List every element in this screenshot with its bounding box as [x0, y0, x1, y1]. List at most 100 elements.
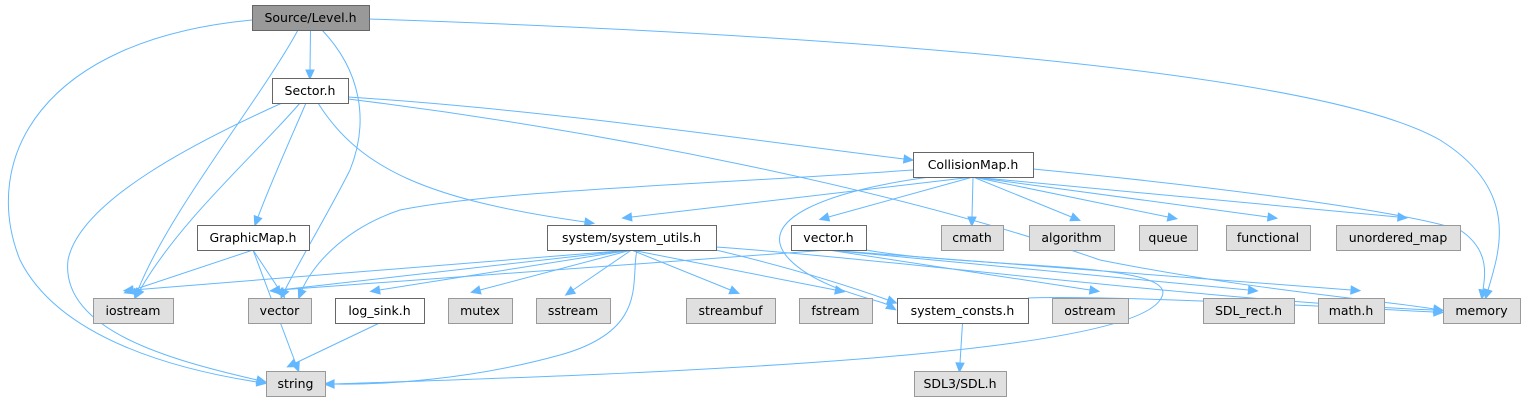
node-label: ostream: [1064, 303, 1115, 318]
arrowhead-icon: [1350, 285, 1362, 295]
arrowhead-icon: [255, 375, 267, 385]
arrowhead-icon: [305, 69, 315, 81]
arrowhead-icon: [564, 285, 577, 296]
edge-line: [631, 176, 974, 218]
edge-line: [972, 176, 1399, 218]
edge-line: [972, 176, 1269, 218]
arrowhead-icon: [834, 285, 846, 295]
edge-sysconsts-to-sdl: [955, 322, 965, 374]
arrowhead-icon: [1069, 212, 1081, 222]
edge-line: [309, 29, 311, 71]
node-label: GraphicMap.h: [210, 230, 297, 245]
arrowhead-icon: [902, 154, 915, 164]
arrowhead-icon: [1478, 288, 1488, 301]
node-iostream: iostream: [93, 298, 174, 324]
node-sdl: SDL3/SDL.h: [914, 371, 1007, 397]
edge-line: [333, 249, 638, 385]
node-unordered_map: unordered_map: [1336, 225, 1461, 251]
edge-sysutils-to-sysconsts: [715, 249, 898, 305]
edge-collisionmap-to-vector: [297, 169, 914, 300]
node-label: sstream: [548, 303, 598, 318]
node-box: [914, 371, 1007, 397]
node-vector: vector: [248, 298, 312, 324]
edge-line: [379, 249, 632, 291]
edge-collisionmap-to-unordered_map: [972, 176, 1409, 222]
arrowhead-icon: [369, 285, 381, 295]
node-label: CollisionMap.h: [928, 157, 1019, 172]
node-logsink[interactable]: log_sink.h: [335, 298, 425, 324]
edge-logsink-to-string: [286, 322, 380, 368]
node-box: [897, 298, 1029, 324]
node-box: [266, 371, 326, 397]
edge-collisionmap-to-algorithm: [972, 176, 1081, 222]
edge-line: [959, 322, 963, 364]
edge-graphicmap-to-iostream: [123, 249, 254, 295]
arrowhead-icon: [818, 212, 831, 222]
edge-line: [301, 169, 914, 291]
edge-line: [971, 176, 974, 218]
edge-sector-to-collisionmap: [347, 96, 915, 164]
edge-line: [828, 249, 1091, 291]
node-sector[interactable]: Sector.h: [272, 78, 349, 104]
node-fstream: fstream: [799, 298, 873, 324]
node-sysconsts[interactable]: system_consts.h: [897, 298, 1029, 324]
node-box: [686, 298, 776, 324]
arrowhead-icon: [253, 214, 263, 227]
arrowhead-icon: [470, 285, 482, 295]
node-label: system_consts.h: [911, 303, 1015, 318]
node-box: [791, 225, 867, 251]
edge-collisionmap-to-sysconsts: [779, 176, 931, 311]
edge-sysutils-to-logsink: [369, 249, 632, 295]
edge-level-to-string: [7, 19, 268, 387]
node-label: log_sink.h: [348, 303, 410, 318]
arrowhead-icon: [286, 358, 299, 368]
arrowhead-icon: [583, 217, 596, 227]
arrowhead-icon: [967, 216, 977, 228]
edge-level-to-vector: [280, 29, 361, 300]
node-label: Sector.h: [285, 83, 336, 98]
node-label: unordered_map: [1349, 230, 1448, 245]
node-graphicmap[interactable]: GraphicMap.h: [197, 225, 310, 251]
arrowhead-icon: [621, 212, 633, 222]
node-box: [272, 78, 349, 104]
edge-vectorh-to-mathh: [828, 249, 1362, 295]
node-label: string: [278, 376, 314, 391]
edge-collisionmap-to-memory: [1032, 168, 1488, 301]
edge-line: [347, 98, 1435, 310]
edge-collisionmap-to-functional: [972, 176, 1279, 222]
edge-line: [972, 176, 1169, 218]
node-streambuf: streambuf: [686, 298, 776, 324]
edge-collisionmap-to-cmath: [967, 176, 977, 228]
node-box: [1318, 298, 1385, 324]
edge-line: [572, 249, 632, 291]
node-sstream: sstream: [536, 298, 611, 324]
node-level[interactable]: Source/Level.h: [252, 5, 370, 31]
edges-layer: [7, 18, 1500, 389]
edge-line: [132, 249, 632, 291]
edge-sysutils-to-iostream: [122, 249, 632, 295]
edge-line: [715, 249, 889, 301]
edge-level-to-sector: [305, 29, 315, 81]
node-label: streambuf: [698, 303, 763, 318]
arrowhead-icon: [885, 300, 897, 311]
node-vectorh[interactable]: vector.h: [791, 225, 867, 251]
node-label: fstream: [811, 303, 859, 318]
node-box: [1226, 225, 1311, 251]
edge-line: [779, 176, 931, 306]
node-sysutils[interactable]: system/system_utils.h: [547, 225, 717, 251]
edge-line: [284, 29, 361, 291]
edge-vectorh-to-sdlrect: [828, 249, 1259, 295]
node-box: [1336, 225, 1461, 251]
edge-line: [257, 102, 307, 218]
edge-line: [295, 322, 380, 364]
node-string: string: [266, 371, 326, 397]
arrowhead-icon: [269, 285, 281, 295]
node-box: [335, 298, 425, 324]
node-collisionmap[interactable]: CollisionMap.h: [913, 152, 1034, 178]
arrowhead-icon: [1247, 285, 1259, 295]
arrowhead-icon: [122, 285, 134, 295]
arrowhead-icon: [1433, 307, 1445, 317]
node-label: algorithm: [1041, 230, 1101, 245]
edge-line: [631, 249, 731, 291]
edge-line: [828, 176, 974, 218]
